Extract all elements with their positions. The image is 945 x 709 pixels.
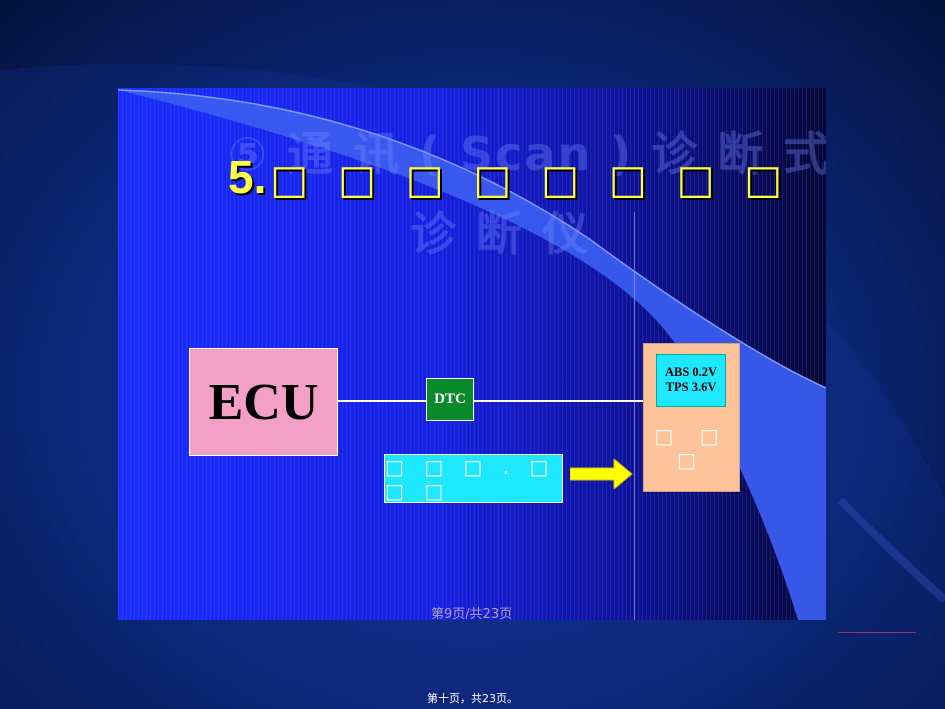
cable-box: □ □ □ . □ □ □ xyxy=(384,454,563,503)
inner-page-number: 第9页/共23页 xyxy=(431,607,513,620)
ghost-heading-line2: 诊 断 仪 xyxy=(410,207,591,261)
ghost-heading-line1: ⑤ 通 讯 ( Scan ) 诊 断 式 电 脑 xyxy=(228,127,826,181)
arrow-right-icon xyxy=(570,459,633,489)
decorative-line xyxy=(838,632,916,633)
title-number: 5. xyxy=(228,151,267,203)
ecu-box: ECU xyxy=(189,348,338,456)
screen-line-tps: TPS 3.6V xyxy=(665,380,717,394)
tester-screen: ABS 0.2V TPS 3.6V xyxy=(656,354,726,407)
diagnostic-tester: ABS 0.2V TPS 3.6V □ □ □ xyxy=(643,343,740,492)
slide-canvas: ⑤ 通 讯 ( Scan ) 诊 断 式 电 脑 诊 断 仪 5.□ □ □ □… xyxy=(118,88,826,620)
slide-title: 5.□ □ □ □ □ □ □ □ xyxy=(228,150,790,204)
vertical-divider xyxy=(634,212,635,620)
tester-label: □ □ □ xyxy=(654,424,729,472)
connection-wire xyxy=(337,400,643,402)
dtc-box: DTC xyxy=(426,378,474,421)
screen-line-abs: ABS 0.2V xyxy=(664,365,718,379)
title-text: □ □ □ □ □ □ □ □ xyxy=(270,157,791,203)
page-footer: 第十页，共23页。 xyxy=(427,692,518,705)
